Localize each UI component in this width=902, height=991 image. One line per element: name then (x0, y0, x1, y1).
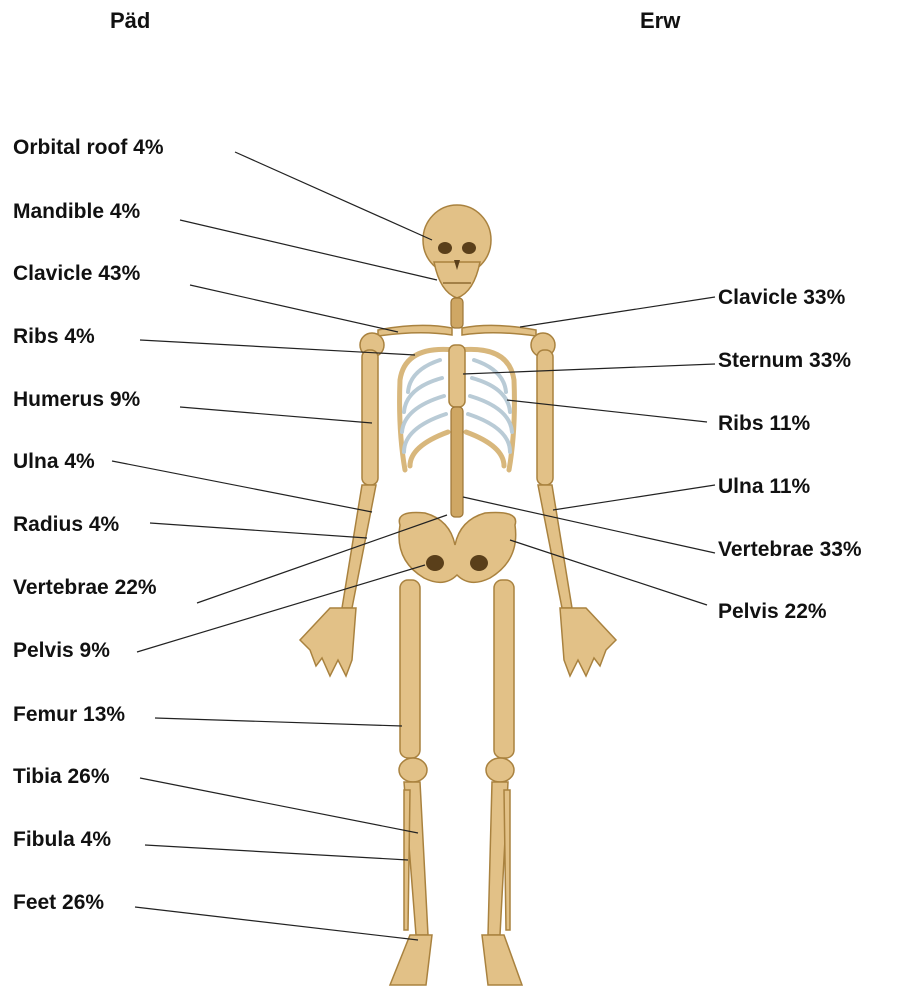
pelvis-shape (399, 513, 516, 583)
left-femur-shape (400, 580, 420, 758)
label-orbital-roof: Orbital roof 4% (13, 136, 164, 160)
leader-orbital-roof (235, 152, 432, 240)
right-clavicle-shape (462, 325, 536, 336)
left-leader-lines (112, 152, 447, 940)
leader-fibula (145, 845, 408, 860)
label-feet: Feet 26% (13, 891, 104, 915)
label-ulna-left: Ulna 4% (13, 450, 95, 474)
label-tibia: Tibia 26% (13, 765, 110, 789)
label-sternum: Sternum 33% (718, 349, 851, 373)
right-forearm-shape (538, 485, 572, 608)
leader-pelvis-right (510, 540, 707, 605)
label-ribs-right: Ribs 11% (718, 412, 810, 436)
label-clavicle-left: Clavicle 43% (13, 262, 140, 286)
leader-femur (155, 718, 402, 726)
leader-sternum (463, 364, 715, 374)
label-pelvis-right: Pelvis 22% (718, 600, 827, 624)
label-vertebrae-right: Vertebrae 33% (718, 538, 862, 562)
left-foot-shape (390, 935, 432, 985)
skeleton-illustration (300, 205, 616, 985)
label-pelvis-left: Pelvis 9% (13, 639, 110, 663)
leader-tibia (140, 778, 418, 833)
right-foot-shape (482, 935, 522, 985)
left-hand-shape (300, 608, 356, 676)
right-femur-shape (494, 580, 514, 758)
label-vertebrae-left: Vertebrae 22% (13, 576, 157, 600)
label-ribs-left: Ribs 4% (13, 325, 95, 349)
spine-shape (451, 407, 463, 517)
label-fibula: Fibula 4% (13, 828, 111, 852)
label-ulna-right: Ulna 11% (718, 475, 810, 499)
sternum-shape (449, 345, 465, 407)
label-mandible: Mandible 4% (13, 200, 140, 224)
label-radius: Radius 4% (13, 513, 119, 537)
left-humerus-shape (362, 350, 378, 485)
leader-clavicle-right (520, 297, 715, 327)
right-fibula-shape (504, 790, 510, 930)
leader-pelvis-left (137, 565, 425, 652)
label-clavicle-right: Clavicle 33% (718, 286, 845, 310)
leader-mandible (180, 220, 437, 280)
leader-radius (150, 523, 367, 538)
leader-ulna-left (112, 461, 372, 512)
leader-humerus (180, 407, 372, 423)
label-humerus: Humerus 9% (13, 388, 140, 412)
left-clavicle-shape (378, 325, 452, 336)
cervical-spine (451, 298, 463, 328)
right-hand-shape (560, 608, 616, 676)
leader-clavicle-left (190, 285, 398, 332)
label-femur: Femur 13% (13, 703, 125, 727)
leader-ulna-right (553, 485, 715, 510)
leader-feet (135, 907, 418, 940)
